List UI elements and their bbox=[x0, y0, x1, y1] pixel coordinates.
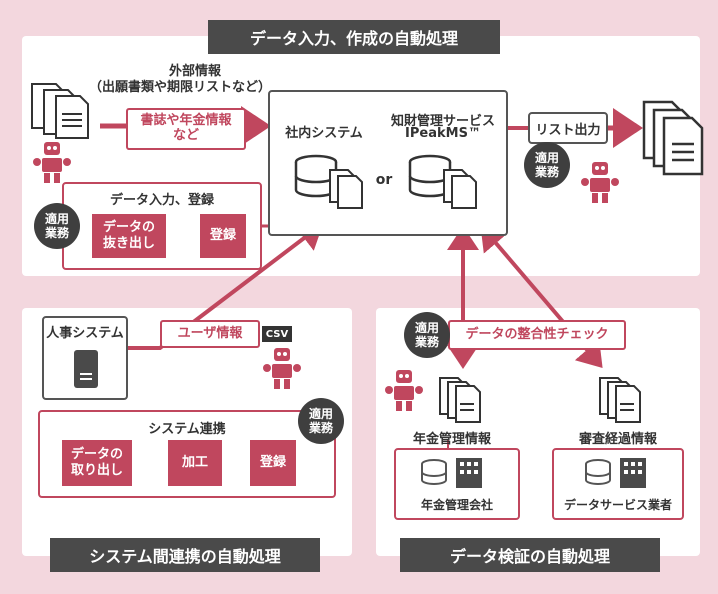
bib-info-line1: 書誌や年金情報 bbox=[140, 114, 231, 129]
register-step-top: 登録 bbox=[200, 214, 246, 258]
robot-icon bbox=[262, 346, 302, 390]
left-section-footer: システム間連携の自動処理 bbox=[50, 538, 320, 572]
applied-badge-left: 適用 業務 bbox=[298, 398, 344, 444]
service-building-icon bbox=[584, 456, 654, 490]
takeout-line1: データの bbox=[71, 447, 123, 463]
company-building-icon bbox=[420, 456, 490, 490]
list-output-box: リスト出力 bbox=[528, 112, 608, 144]
badge-line1: 適用 bbox=[45, 212, 69, 226]
robot-icon bbox=[580, 160, 620, 204]
extract-line1: データの bbox=[103, 220, 155, 236]
extract-step: データの 抜き出し bbox=[92, 214, 166, 258]
annuity-info-label: 年金管理情報 bbox=[392, 428, 512, 447]
process-step: 加工 bbox=[168, 440, 222, 486]
ipeak-label-line2: IPeakMS™ bbox=[384, 126, 502, 141]
applied-badge-right: 適用 業務 bbox=[404, 312, 450, 358]
extract-line2: 抜き出し bbox=[103, 236, 155, 252]
badge-line1: 適用 bbox=[415, 321, 439, 335]
or-label: or bbox=[372, 172, 396, 188]
exam-info-label: 審査経過情報 bbox=[558, 428, 678, 447]
badge-line2: 業務 bbox=[535, 165, 559, 179]
exam-documents-icon bbox=[596, 374, 646, 424]
bib-info-line2: など bbox=[173, 129, 199, 144]
system-link-title: システム連携 bbox=[38, 418, 336, 437]
register-step-left: 登録 bbox=[250, 440, 296, 486]
takeout-step: データの 取り出し bbox=[62, 440, 132, 486]
user-info-label: ユーザ情報 bbox=[160, 320, 260, 348]
csv-badge: CSV bbox=[262, 326, 292, 342]
applied-badge-list: 適用 業務 bbox=[524, 142, 570, 188]
badge-line2: 業務 bbox=[415, 335, 439, 349]
hr-system-label: 人事システム bbox=[42, 322, 128, 341]
output-documents-icon bbox=[640, 98, 714, 178]
consistency-check-label: データの整合性チェック bbox=[448, 320, 626, 350]
badge-line1: 適用 bbox=[535, 151, 559, 165]
internal-system-label: 社内システム bbox=[276, 122, 372, 141]
applied-badge-top-left: 適用 業務 bbox=[34, 203, 80, 249]
robot-icon bbox=[32, 140, 72, 184]
annuity-company-label: 年金管理会社 bbox=[394, 496, 520, 513]
data-entry-title: データ入力、登録 bbox=[62, 189, 262, 208]
badge-line2: 業務 bbox=[309, 421, 333, 435]
takeout-line2: 取り出し bbox=[71, 463, 123, 479]
badge-line1: 適用 bbox=[309, 407, 333, 421]
server-icon bbox=[72, 348, 102, 390]
badge-line2: 業務 bbox=[45, 226, 69, 240]
internal-database-icon bbox=[294, 154, 364, 210]
ipeak-database-icon bbox=[408, 154, 478, 210]
bib-info-label: 書誌や年金情報 など bbox=[126, 108, 246, 150]
right-section-footer: データ検証の自動処理 bbox=[400, 538, 660, 572]
robot-icon bbox=[384, 368, 424, 412]
external-info-sub: （出願書類や期限リストなど） bbox=[70, 76, 290, 95]
annuity-documents-icon bbox=[436, 374, 486, 424]
data-service-label: データサービス業者 bbox=[552, 496, 684, 513]
